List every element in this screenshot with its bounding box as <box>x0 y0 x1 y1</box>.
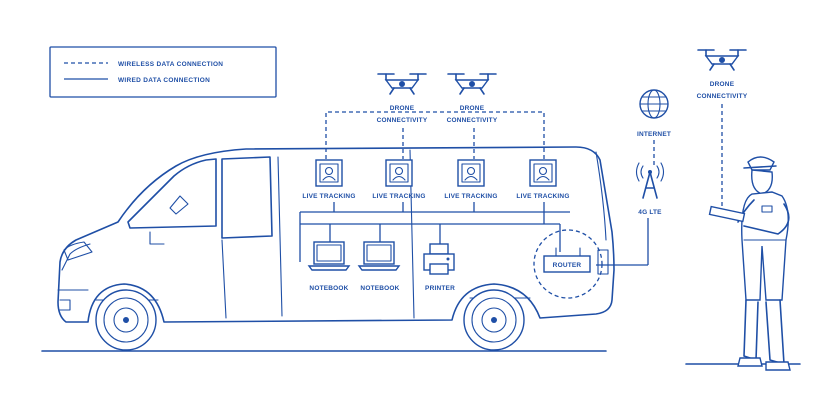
drone-control-3-line2: CONNECTIVITY <box>697 93 748 100</box>
monitor-icon-3 <box>457 159 485 187</box>
router-label: ROUTER <box>553 262 582 269</box>
van <box>57 146 615 323</box>
printer-label: PRINTER <box>425 285 455 292</box>
notebook-1-label: NOTEBOOK <box>309 285 348 292</box>
monitor-icon-2 <box>385 159 413 187</box>
legend-wired-label: WIRED DATA CONNECTION <box>118 77 210 84</box>
operator-person <box>708 156 791 371</box>
drone-control-1-line1: DRONE <box>390 105 415 112</box>
laptop-icon-2 <box>357 241 401 271</box>
legend-wireless-label: WIRELESS DATA CONNECTION <box>118 61 223 68</box>
drone-control-2-line2: CONNECTIVITY <box>447 117 498 124</box>
live-tracking-1-label: LIVE TRACKING <box>302 193 355 200</box>
drone-icon-3 <box>697 49 747 71</box>
front-wheel <box>95 289 157 351</box>
monitor-icon-1 <box>315 159 343 187</box>
drone-control-3-line1: DRONE <box>710 81 735 88</box>
legend: WIRELESS DATA CONNECTION WIRED DATA CONN… <box>49 46 277 98</box>
internet-label: INTERNET <box>637 131 671 138</box>
wireless-links <box>325 104 723 216</box>
cell-tower-icon <box>635 162 665 199</box>
laptop-icon-1 <box>307 241 351 271</box>
drone-control-2-line1: DRONE <box>460 105 485 112</box>
router-icon <box>533 229 603 299</box>
wired-network <box>299 202 649 266</box>
notebook-2-label: NOTEBOOK <box>360 285 399 292</box>
live-tracking-3-label: LIVE TRACKING <box>444 193 497 200</box>
drone-icon-1 <box>377 73 427 95</box>
globe-icon <box>639 89 669 119</box>
drone-icon-2 <box>447 73 497 95</box>
printer-icon <box>423 243 455 275</box>
drone-control-1-line2: CONNECTIVITY <box>377 117 428 124</box>
monitor-icon-4 <box>529 159 557 187</box>
live-tracking-4-label: LIVE TRACKING <box>516 193 569 200</box>
live-tracking-2-label: LIVE TRACKING <box>372 193 425 200</box>
rear-wheel <box>463 289 525 351</box>
lte-label: 4G LTE <box>638 209 662 216</box>
